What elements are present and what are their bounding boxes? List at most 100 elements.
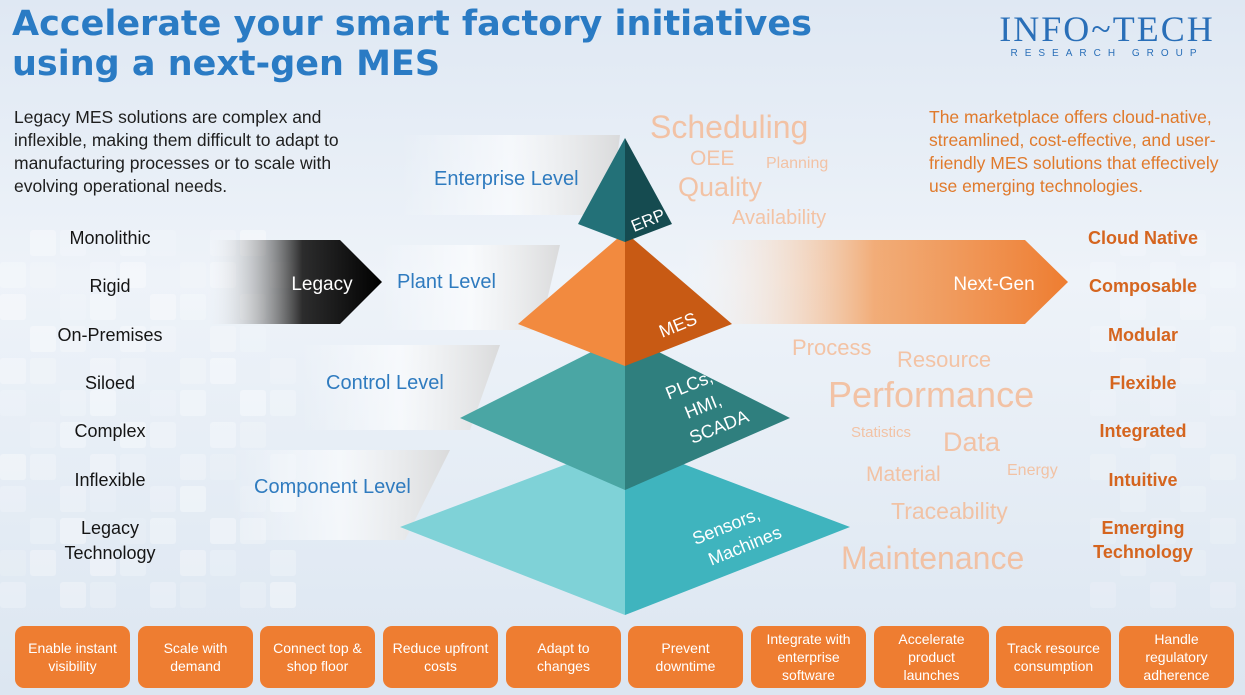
- word-availability: Availability: [732, 207, 826, 229]
- control-level-band: [300, 345, 500, 430]
- background-tile: [60, 422, 86, 448]
- background-tile: [270, 582, 296, 608]
- background-tile: [30, 518, 56, 544]
- plant-level-label: Plant Level: [397, 271, 496, 293]
- benefit-scale-with-demand: Scale with demand: [138, 626, 253, 688]
- background-tile: [60, 326, 86, 352]
- background-tile: [180, 358, 206, 384]
- word-scheduling: Scheduling: [650, 109, 808, 145]
- background-tile: [150, 230, 176, 256]
- benefit-connect-top-shop-floor: Connect top & shop floor: [260, 626, 375, 688]
- background-tile: [120, 454, 146, 480]
- background-tile: [180, 582, 206, 608]
- benefit-track-resource-consumption: Track resource consumption: [996, 626, 1111, 688]
- plant-level-band: [380, 245, 560, 330]
- background-tile: [120, 262, 146, 288]
- background-tile: [1150, 518, 1176, 544]
- legacy-attr-inflexible: Inflexible: [74, 470, 146, 490]
- background-tile: [120, 358, 146, 384]
- background-tile: [1210, 518, 1236, 544]
- word-process: Process: [792, 335, 871, 360]
- background-tile: [120, 518, 146, 544]
- nextgen-attr-composable: Composable: [1088, 276, 1198, 296]
- background-tile: [150, 518, 176, 544]
- background-tile: [180, 294, 206, 320]
- legacy-arrow-label: Legacy: [291, 274, 353, 295]
- nextgen-attr-technology: Technology: [1093, 542, 1193, 562]
- background-tile: [1150, 454, 1176, 480]
- background-tile: [1120, 358, 1146, 384]
- background-tile: [30, 326, 56, 352]
- benefit-enable-instant-visibility: Enable instant visibility: [15, 626, 130, 688]
- background-tile: [180, 390, 206, 416]
- background-tile: [30, 262, 56, 288]
- pyramid-component-right: [625, 442, 850, 615]
- pyramid-mes-right: [625, 232, 732, 366]
- background-tile: [90, 454, 116, 480]
- background-tile: [90, 486, 116, 512]
- background-tile: [60, 582, 86, 608]
- nextgen-attr-cloud-native: Cloud Native: [1087, 228, 1198, 248]
- legacy-attr-legacy: Legacy: [80, 518, 140, 538]
- background-tile: [1090, 390, 1116, 416]
- pyramid-control-left: [460, 335, 625, 490]
- benefit-accelerate-product-launches: Accelerate product launches: [874, 626, 989, 688]
- word-material: Material: [866, 463, 941, 486]
- background-tile: [30, 230, 56, 256]
- background-tile: [60, 230, 86, 256]
- background-tile: [240, 582, 266, 608]
- background-tile: [150, 422, 176, 448]
- pyramid-erp-left: [578, 138, 625, 242]
- benefit-handle-regulatory-adherence: Handle regulatory adherence: [1119, 626, 1234, 688]
- background-tile: [1210, 582, 1236, 608]
- background-tile: [1210, 454, 1236, 480]
- background-tile: [90, 294, 116, 320]
- nextgen-arrow-label: Next-Gen: [953, 274, 1034, 295]
- logo-main-text: INFO~TECH: [999, 9, 1215, 49]
- background-tile: [60, 518, 86, 544]
- background-tile: [210, 358, 236, 384]
- nextgen-attr-emerging: Emerging: [1101, 518, 1185, 538]
- background-tile: [1180, 486, 1206, 512]
- word-statistics: Statistics: [851, 424, 911, 441]
- pyramid-mes-left: [518, 232, 625, 366]
- benefit-integrate-enterprise-software: Integrate with enterprise software: [751, 626, 866, 688]
- background-tile: [0, 294, 26, 320]
- control-level-label: Control Level: [326, 372, 444, 394]
- background-tile: [30, 454, 56, 480]
- background-tile: [1180, 422, 1206, 448]
- background-tile: [120, 550, 146, 576]
- background-tile: [180, 454, 206, 480]
- nextgen-arrow: [680, 240, 1068, 324]
- background-tile: [1180, 294, 1206, 320]
- background-tile: [120, 230, 146, 256]
- pyramid-component-left: [400, 442, 625, 615]
- word-planning: Planning: [766, 155, 828, 172]
- background-tile: [180, 486, 206, 512]
- background-tile: [240, 326, 266, 352]
- background-tile: [120, 326, 146, 352]
- word-oee: OEE: [690, 147, 734, 170]
- background-tile: [90, 582, 116, 608]
- background-tile: [1150, 582, 1176, 608]
- background-tile: [1150, 390, 1176, 416]
- pyramid-erp-right: [625, 138, 672, 242]
- legacy-attr-siloed: Siloed: [84, 373, 136, 393]
- benefit-prevent-downtime: Prevent downtime: [628, 626, 743, 688]
- background-tile: [210, 550, 236, 576]
- component-level-band: [230, 450, 450, 540]
- background-tile: [1090, 262, 1116, 288]
- component-level-label: Component Level: [254, 476, 411, 498]
- intro-left-text: Legacy MES solutions are complex and inf…: [14, 107, 339, 196]
- background-tile: [150, 390, 176, 416]
- background-tile: [1090, 582, 1116, 608]
- nextgen-attr-integrated: Integrated: [1099, 421, 1187, 441]
- background-tile: [60, 390, 86, 416]
- background-tile: [1120, 422, 1146, 448]
- background-tile: [1120, 294, 1146, 320]
- word-traceability: Traceability: [891, 498, 1008, 524]
- page-title: Accelerate your smart factory initiative…: [12, 4, 812, 84]
- background-tile: [90, 550, 116, 576]
- background-tile: [1180, 550, 1206, 576]
